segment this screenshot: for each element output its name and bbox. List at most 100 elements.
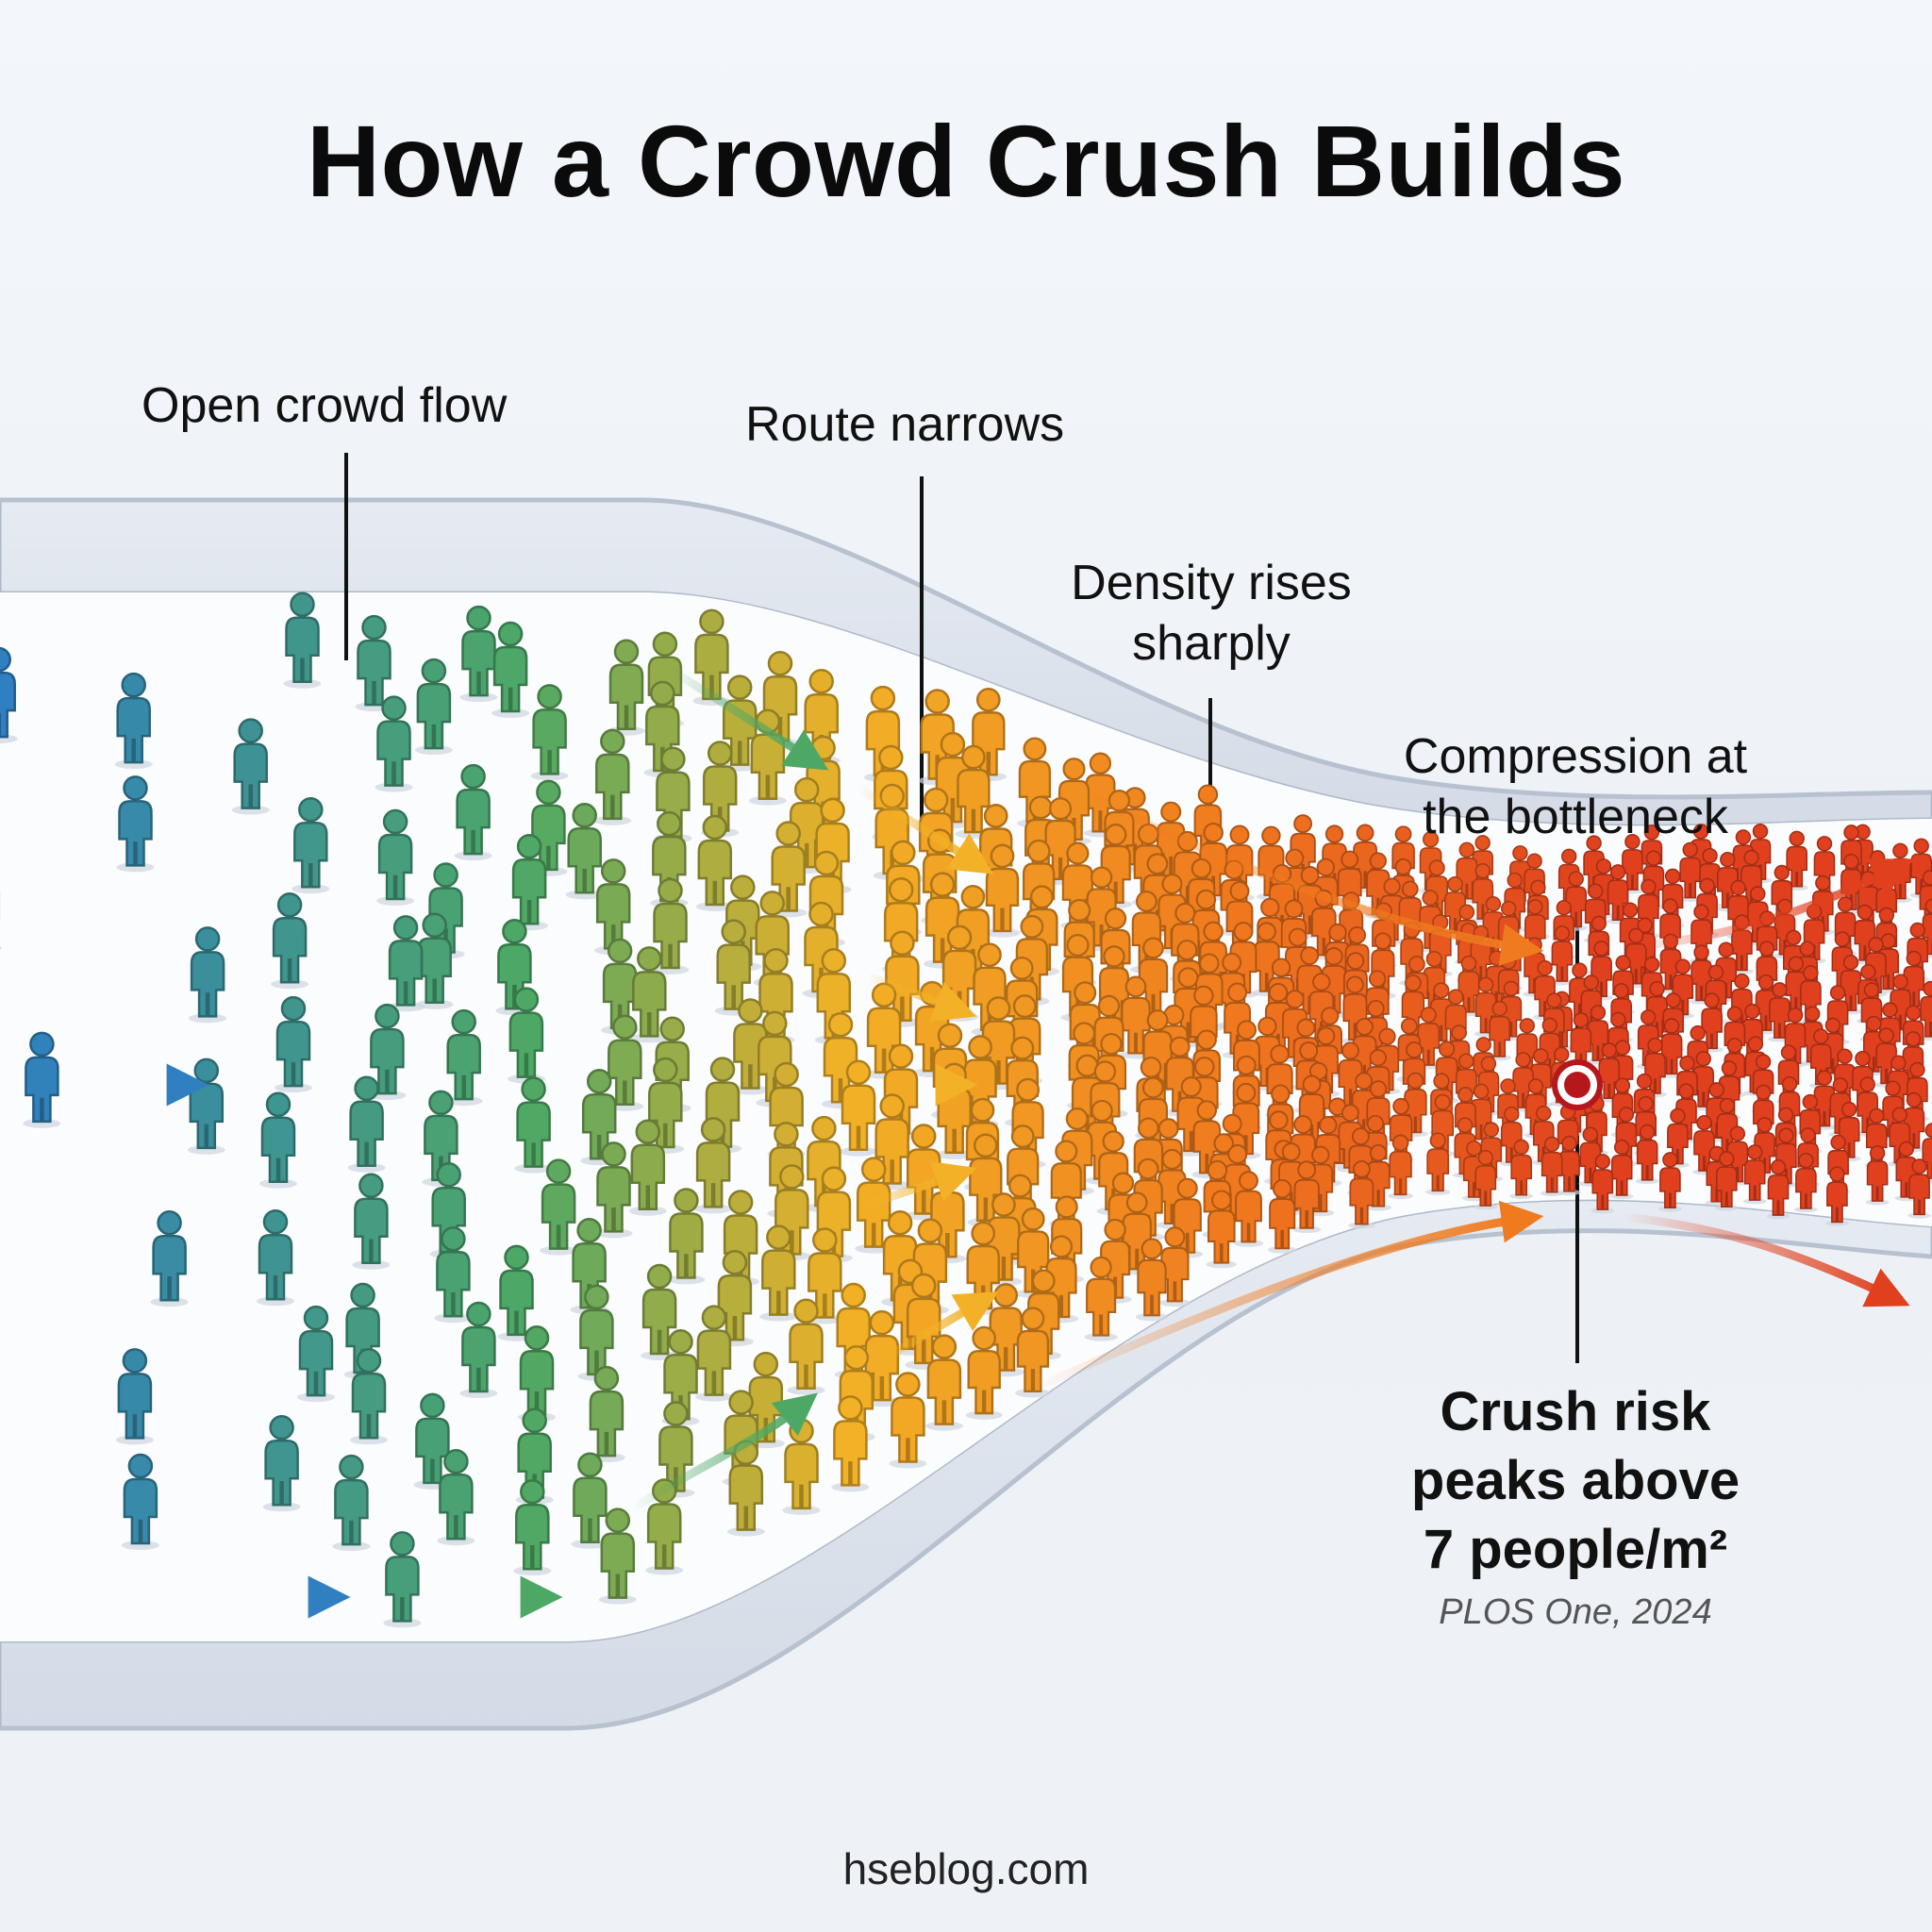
person-icon: [694, 1305, 733, 1402]
person-icon: [415, 912, 454, 1009]
person-icon: [1794, 1152, 1818, 1213]
person-icon: [667, 1188, 706, 1285]
person-icon: [387, 915, 425, 1012]
person-icon: [368, 1003, 407, 1101]
person-icon: [491, 621, 530, 718]
person-icon: [1267, 1178, 1297, 1254]
person-icon: [1084, 1256, 1118, 1341]
flow-arrow-icon: [665, 665, 829, 771]
person-icon: [628, 1119, 667, 1216]
person-icon: [1557, 1135, 1581, 1196]
flow-arrow-icon: [1024, 1200, 1544, 1396]
person-icon: [694, 1117, 733, 1214]
bottleneck-marker-icon: [1552, 1059, 1603, 1110]
person-icon: [0, 891, 2, 950]
person-icon: [1119, 975, 1153, 1059]
person-icon: [454, 763, 492, 861]
person-icon: [980, 996, 1017, 1091]
person-icon: [1474, 1149, 1498, 1210]
person-icon: [759, 1224, 798, 1322]
person-icon: [437, 1448, 475, 1546]
flow-arrow-icon: [863, 972, 977, 1023]
person-icon: [529, 779, 568, 876]
label-crush-risk: Crush risk peaks above 7 people/m²: [1330, 1377, 1821, 1584]
flow-arrow-icon: [854, 1161, 977, 1212]
person-icon: [540, 1158, 578, 1256]
person-icon: [231, 718, 270, 815]
person-icon: [1550, 925, 1574, 986]
person-icon: [150, 1209, 189, 1307]
label-density-line2: sharply: [1132, 616, 1291, 671]
flow-arrow-icon: [627, 1392, 818, 1514]
flow-arrow-icon: [1061, 778, 1544, 966]
person-icon: [495, 919, 534, 1016]
person-icon: [1678, 841, 1703, 902]
person-icon: [1348, 1159, 1375, 1229]
person-icon: [889, 1372, 927, 1469]
person-icon: [984, 843, 1021, 938]
person-icon: [350, 1348, 388, 1445]
person-icon: [1865, 1145, 1890, 1206]
top-wall-outer-edge: [0, 497, 1932, 800]
person-icon: [121, 1453, 159, 1550]
person-icon: [116, 775, 155, 873]
person-icon: [594, 1141, 633, 1239]
person-icon: [1609, 1139, 1634, 1200]
flow-arrows: [42, 665, 1915, 1619]
person-icon: [565, 803, 604, 900]
person-icon: [1907, 1158, 1931, 1219]
person-icon: [1135, 1238, 1169, 1322]
label-density-line1: Density rises: [1071, 556, 1352, 610]
person-icon: [1658, 1152, 1682, 1212]
label-crush-line3: 7 people/m²: [1423, 1519, 1728, 1580]
person-icon: [413, 1392, 452, 1490]
person-icon: [332, 1454, 371, 1552]
person-icon: [695, 814, 734, 911]
person-icon: [965, 1325, 1003, 1420]
person-icon: [1748, 823, 1773, 884]
footer-site: hseblog.com: [842, 1844, 1090, 1893]
person-icon: [459, 605, 498, 703]
person-icon: [1509, 1139, 1534, 1200]
label-density-rises: Density rises sharply: [1034, 553, 1389, 674]
person-icon: [375, 695, 413, 792]
source-citation: PLOS One, 2024: [1439, 1592, 1712, 1632]
person-icon: [1059, 1107, 1094, 1195]
person-icon: [630, 946, 669, 1043]
person-icon: [297, 1305, 335, 1403]
person-icon: [514, 1076, 553, 1174]
label-crush-line1: Crush risk: [1440, 1381, 1711, 1442]
person-icon: [1635, 1124, 1659, 1185]
person-icon: [1742, 1144, 1767, 1205]
person-icon: [259, 1091, 297, 1189]
person-icon: [580, 1069, 619, 1166]
flow-arrow-icon: [1618, 1212, 1910, 1307]
person-icon: [347, 1075, 386, 1173]
person-icon: [1825, 1166, 1849, 1226]
label-route-narrows: Route narrows: [745, 394, 1064, 455]
person-icon: [571, 1452, 609, 1549]
label-open-crowd-flow: Open crowd flow: [142, 375, 507, 436]
person-icon: [510, 833, 549, 931]
person-icon: [1540, 1136, 1564, 1197]
label-compression-line2: the bottleneck: [1423, 790, 1728, 844]
person-icon: [1591, 1154, 1615, 1214]
person-icon: [1531, 1105, 1556, 1166]
label-crush-line2: peaks above: [1410, 1450, 1740, 1511]
label-route-text: Route narrows: [745, 397, 1065, 452]
person-icon: [444, 1008, 483, 1107]
person-icon: [1488, 1000, 1512, 1061]
person-icon: [1206, 1190, 1237, 1269]
person-icon: [1691, 1050, 1716, 1111]
person-icon: [1837, 1101, 1861, 1162]
person-icon: [291, 796, 330, 894]
person-icon: [593, 728, 632, 825]
person-icon: [1714, 1151, 1739, 1211]
person-icon: [434, 1225, 473, 1324]
flow-arrow-icon: [1618, 858, 1915, 953]
person-icon: [577, 1284, 616, 1381]
person-icon: [383, 1531, 422, 1628]
person-icon: [1692, 1114, 1716, 1175]
flow-arrow-icon: [863, 1291, 999, 1373]
